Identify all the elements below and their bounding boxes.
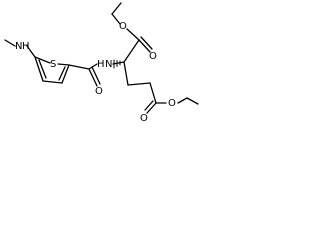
stereo-hash-wedge <box>113 59 121 69</box>
atom-h-amide: H <box>97 59 105 70</box>
bond-amide-co-double <box>91 66 101 85</box>
bond-alpha-ester1 <box>123 39 140 63</box>
structure-diagram: N H S O H N O O O O <box>4 2 199 124</box>
bond-ring-c5-s <box>34 56 51 64</box>
bond-ester1-c-o <box>126 28 140 41</box>
bond-ring-c4-c5 <box>34 56 44 82</box>
bond-ring-c2-c3 <box>61 64 70 84</box>
atom-n-amide: N <box>105 59 112 70</box>
bond-ester2-ethyl <box>186 97 199 105</box>
bond-ring-c3-c4 <box>42 80 63 84</box>
bond-ch2-ester2 <box>149 82 157 104</box>
bond-ring-to-amide-c <box>68 64 90 70</box>
atom-o-amide: O <box>95 86 103 97</box>
atom-o-ester1-carbonyl: O <box>149 51 157 62</box>
bond-ester2-o-ch2 <box>177 97 188 104</box>
bond-ester2-co <box>146 102 157 114</box>
bond-ester1-co <box>138 39 151 53</box>
atom-h-methylamino: H <box>22 41 30 52</box>
bond-methyl-nh <box>4 39 16 47</box>
bond-ch2-ch2 <box>127 82 151 86</box>
bond-ring-c2-c3-double <box>58 66 66 81</box>
atom-o-ester2-ether: O <box>168 98 176 109</box>
bond-ring-s-c2 <box>57 63 70 66</box>
bond-ring-c4-c5-double <box>38 59 47 79</box>
bond-ester2-co-double <box>144 100 154 111</box>
bond-amide-c-n <box>88 63 98 70</box>
bond-n-alpha <box>112 61 125 65</box>
bond-amide-co <box>88 68 98 87</box>
bond-ester1-ethyl <box>111 2 122 15</box>
bond-ester1-co-double <box>140 36 153 50</box>
bond-nh-thiophene <box>26 45 36 58</box>
atom-s-thiophene: S <box>50 59 56 70</box>
bond-alpha-ch2 <box>123 61 129 86</box>
atom-o-ester2-carbonyl: O <box>140 113 148 124</box>
bond-ester1-o-ch2 <box>111 13 121 25</box>
atom-o-ester1-ether: O <box>119 21 127 32</box>
atom-n-methylamino: N <box>15 41 22 52</box>
atom-label-layer: N H S O H N O O O O <box>15 21 176 124</box>
bond-layer <box>4 2 199 114</box>
